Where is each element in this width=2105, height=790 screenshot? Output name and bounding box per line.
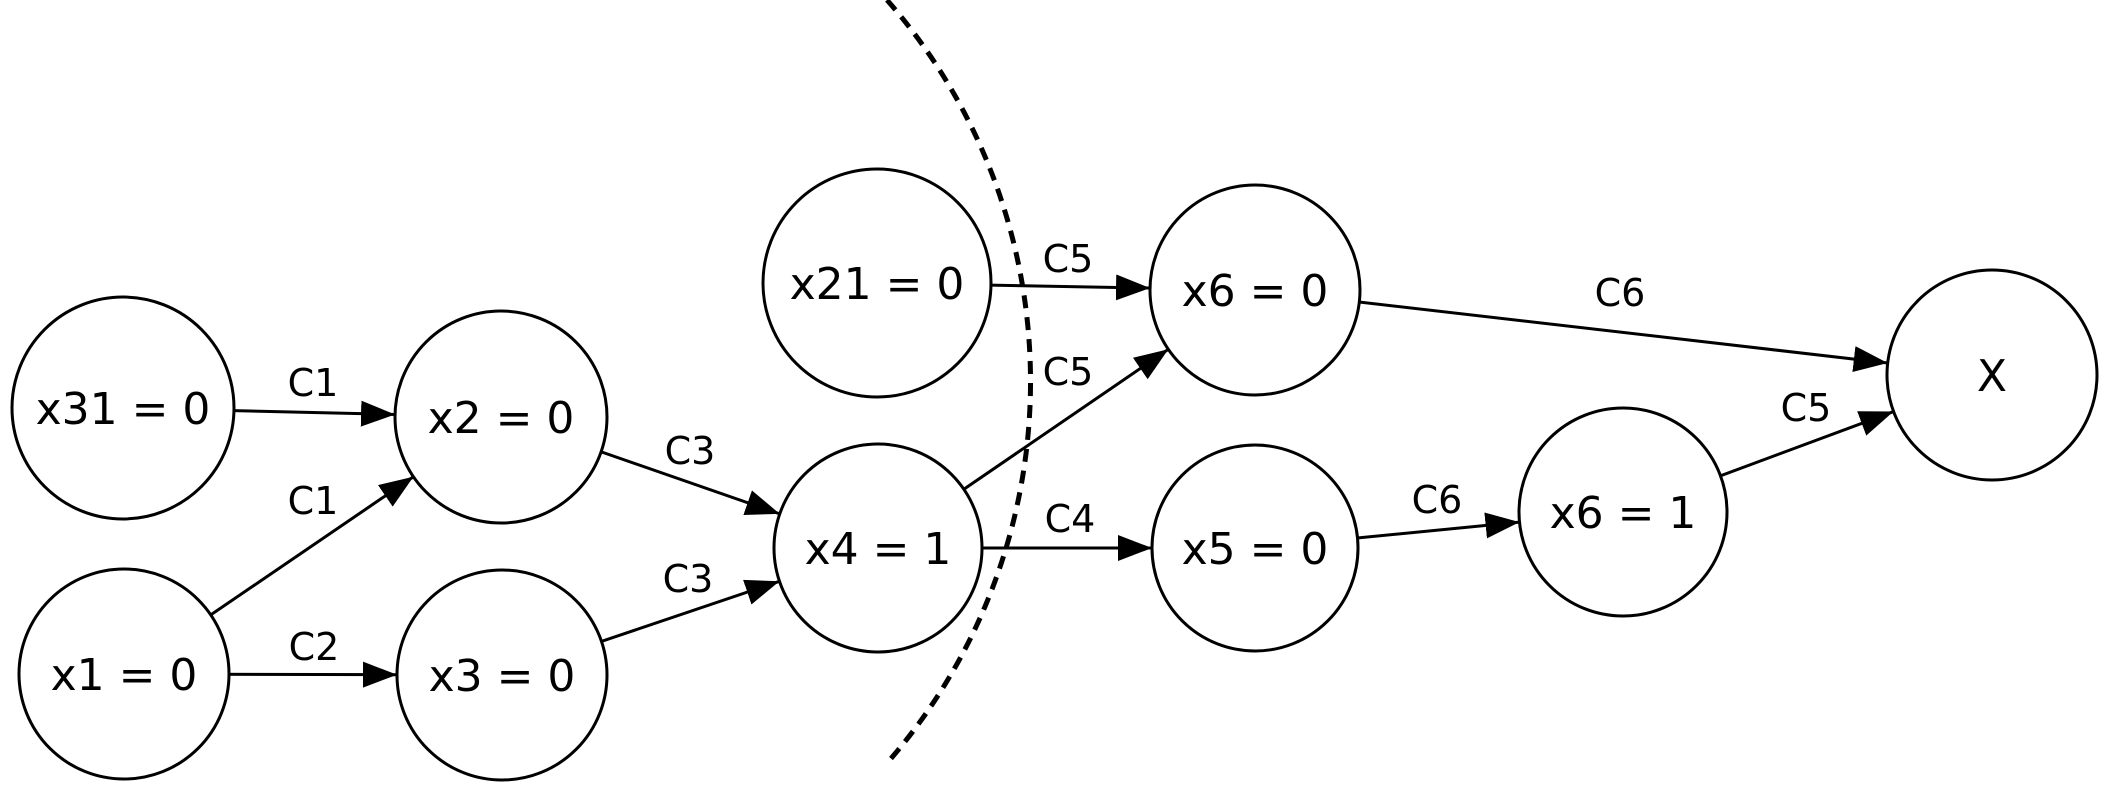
- node-label: X: [1977, 351, 2007, 402]
- edge-label-x4-x5: C4: [1045, 497, 1096, 541]
- node-label: x21 = 0: [790, 259, 965, 310]
- edge-label-x6b-X: C5: [1781, 386, 1832, 430]
- node-x21: x21 = 0: [761, 167, 993, 399]
- node-circle: [393, 309, 609, 525]
- node-circle: [761, 167, 993, 399]
- node-x2: x2 = 0: [393, 309, 609, 525]
- node-label: x3 = 0: [429, 651, 576, 702]
- node-circle: [395, 568, 609, 782]
- node-label: x2 = 0: [428, 393, 575, 444]
- node-x6a: x6 = 0: [1148, 183, 1362, 397]
- node-label: x5 = 0: [1182, 524, 1329, 575]
- edge-label-x5-x6b: C6: [1412, 478, 1463, 522]
- node-circle: [1517, 406, 1729, 618]
- partition-boundary-dashed-arc: [885, 0, 1034, 764]
- edge-label-x1-x2: C1: [288, 479, 339, 523]
- node-x1: x1 = 0: [17, 567, 231, 781]
- node-X: X: [1885, 268, 2099, 482]
- node-x4: x4 = 1: [772, 442, 984, 654]
- edge-label-x31-x2: C1: [288, 361, 339, 405]
- edge-label-x3-x4: C3: [663, 557, 714, 601]
- node-circle: [17, 567, 231, 781]
- edge-label-x6a-X: C6: [1595, 271, 1646, 315]
- node-label: x6 = 1: [1550, 488, 1697, 539]
- node-x3: x3 = 0: [395, 568, 609, 782]
- node-label: x31 = 0: [36, 384, 211, 435]
- node-label: x6 = 0: [1182, 266, 1329, 317]
- node-x5: x5 = 0: [1150, 443, 1360, 653]
- node-x31: x31 = 0: [10, 295, 236, 521]
- edge-label-x2-x4: C3: [665, 429, 716, 473]
- node-circle: [1885, 268, 2099, 482]
- node-label: x1 = 0: [51, 650, 198, 701]
- node-circle: [772, 442, 984, 654]
- edge-label-x21-x6a: C5: [1043, 237, 1094, 281]
- edge-label-x1-x3: C2: [289, 625, 340, 669]
- node-circle: [10, 295, 236, 521]
- edge-label-x4-x6a: C5: [1043, 350, 1094, 394]
- node-circle: [1148, 183, 1362, 397]
- nodes-layer: x31 = 0 x1 = 0 x2 = 0 x3 = 0 x21 = 0 x4 = 1 x6…: [10, 167, 2099, 782]
- node-circle: [1150, 443, 1360, 653]
- node-x6b: x6 = 1: [1517, 406, 1729, 618]
- node-label: x4 = 1: [805, 524, 952, 575]
